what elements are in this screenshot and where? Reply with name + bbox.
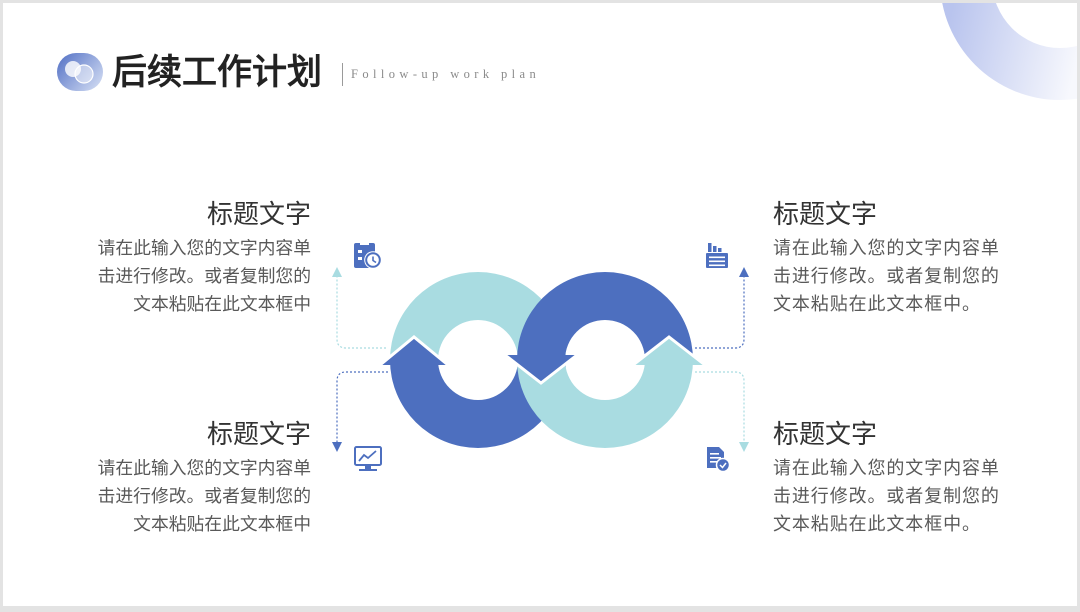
document-check-icon [707, 447, 731, 473]
text-block-bottom-left: 标题文字 请在此输入您的文字内容单 击进行修改。或者复制您的 文本粘贴在此文本框… [61, 419, 311, 538]
left-arrowhead [379, 335, 449, 367]
text-block-top-right: 标题文字 请在此输入您的文字内容单 击进行修改。或者复制您的 文本粘贴在此文本框… [773, 199, 1023, 318]
connector-bottom-left [332, 371, 388, 452]
block-body-line: 击进行修改。或者复制您的 [773, 486, 1000, 506]
connector-top-right [695, 267, 749, 349]
block-body-line: 击进行修改。或者复制您的 [97, 486, 311, 506]
block-body: 请在此输入您的文字内容单 击进行修改。或者复制您的 文本粘贴在此文本框中。 [773, 454, 1023, 538]
page-title: 后续工作计划 [112, 53, 323, 92]
block-body-line: 击进行修改。或者复制您的 [773, 266, 1000, 286]
bar-chart-document-icon [706, 243, 728, 268]
arrow-up-icon [739, 267, 749, 277]
block-body: 请在此输入您的文字内容单 击进行修改。或者复制您的 文本粘贴在此文本框中 [61, 234, 311, 318]
connector-top-left [332, 267, 386, 349]
block-body-line: 请在此输入您的文字内容单 [97, 238, 311, 258]
text-block-bottom-right: 标题文字 请在此输入您的文字内容单 击进行修改。或者复制您的 文本粘贴在此文本框… [773, 419, 1023, 538]
block-title: 标题文字 [206, 419, 311, 449]
calendar-clock-icon [354, 243, 382, 269]
logo-icon [57, 53, 103, 91]
right-arrowhead [632, 335, 706, 367]
center-arrowhead [504, 353, 578, 385]
block-body-line: 请在此输入您的文字内容单 [773, 458, 1000, 478]
arrow-down-icon [332, 442, 342, 452]
infinity-loop-diagram [379, 272, 706, 448]
monitor-line-chart-icon [354, 446, 382, 471]
arrow-down-icon [739, 442, 749, 452]
block-title: 标题文字 [773, 419, 878, 449]
block-body-line: 文本粘贴在此文本框中 [133, 514, 311, 534]
block-body: 请在此输入您的文字内容单 击进行修改。或者复制您的 文本粘贴在此文本框中。 [773, 234, 1023, 318]
text-block-top-left: 标题文字 请在此输入您的文字内容单 击进行修改。或者复制您的 文本粘贴在此文本框… [61, 199, 311, 318]
arrow-up-icon [332, 267, 342, 277]
block-body-line: 击进行修改。或者复制您的 [97, 266, 311, 286]
block-body-line: 请在此输入您的文字内容单 [97, 458, 311, 478]
block-body-line: 文本粘贴在此文本框中。 [773, 514, 981, 534]
block-body-line: 文本粘贴在此文本框中。 [773, 294, 981, 314]
page-subtitle: Follow-up work plan [351, 67, 541, 81]
right-ring-bottom-segment [517, 360, 693, 448]
block-body-line: 请在此输入您的文字内容单 [773, 238, 1000, 258]
block-body-line: 文本粘贴在此文本框中 [133, 294, 311, 314]
connector-bottom-right [695, 371, 749, 452]
right-ring-top-segment [517, 272, 693, 360]
block-title: 标题文字 [773, 199, 878, 229]
corner-ring-decoration [942, 3, 1077, 100]
block-title: 标题文字 [206, 199, 311, 229]
block-body: 请在此输入您的文字内容单 击进行修改。或者复制您的 文本粘贴在此文本框中 [61, 454, 311, 538]
